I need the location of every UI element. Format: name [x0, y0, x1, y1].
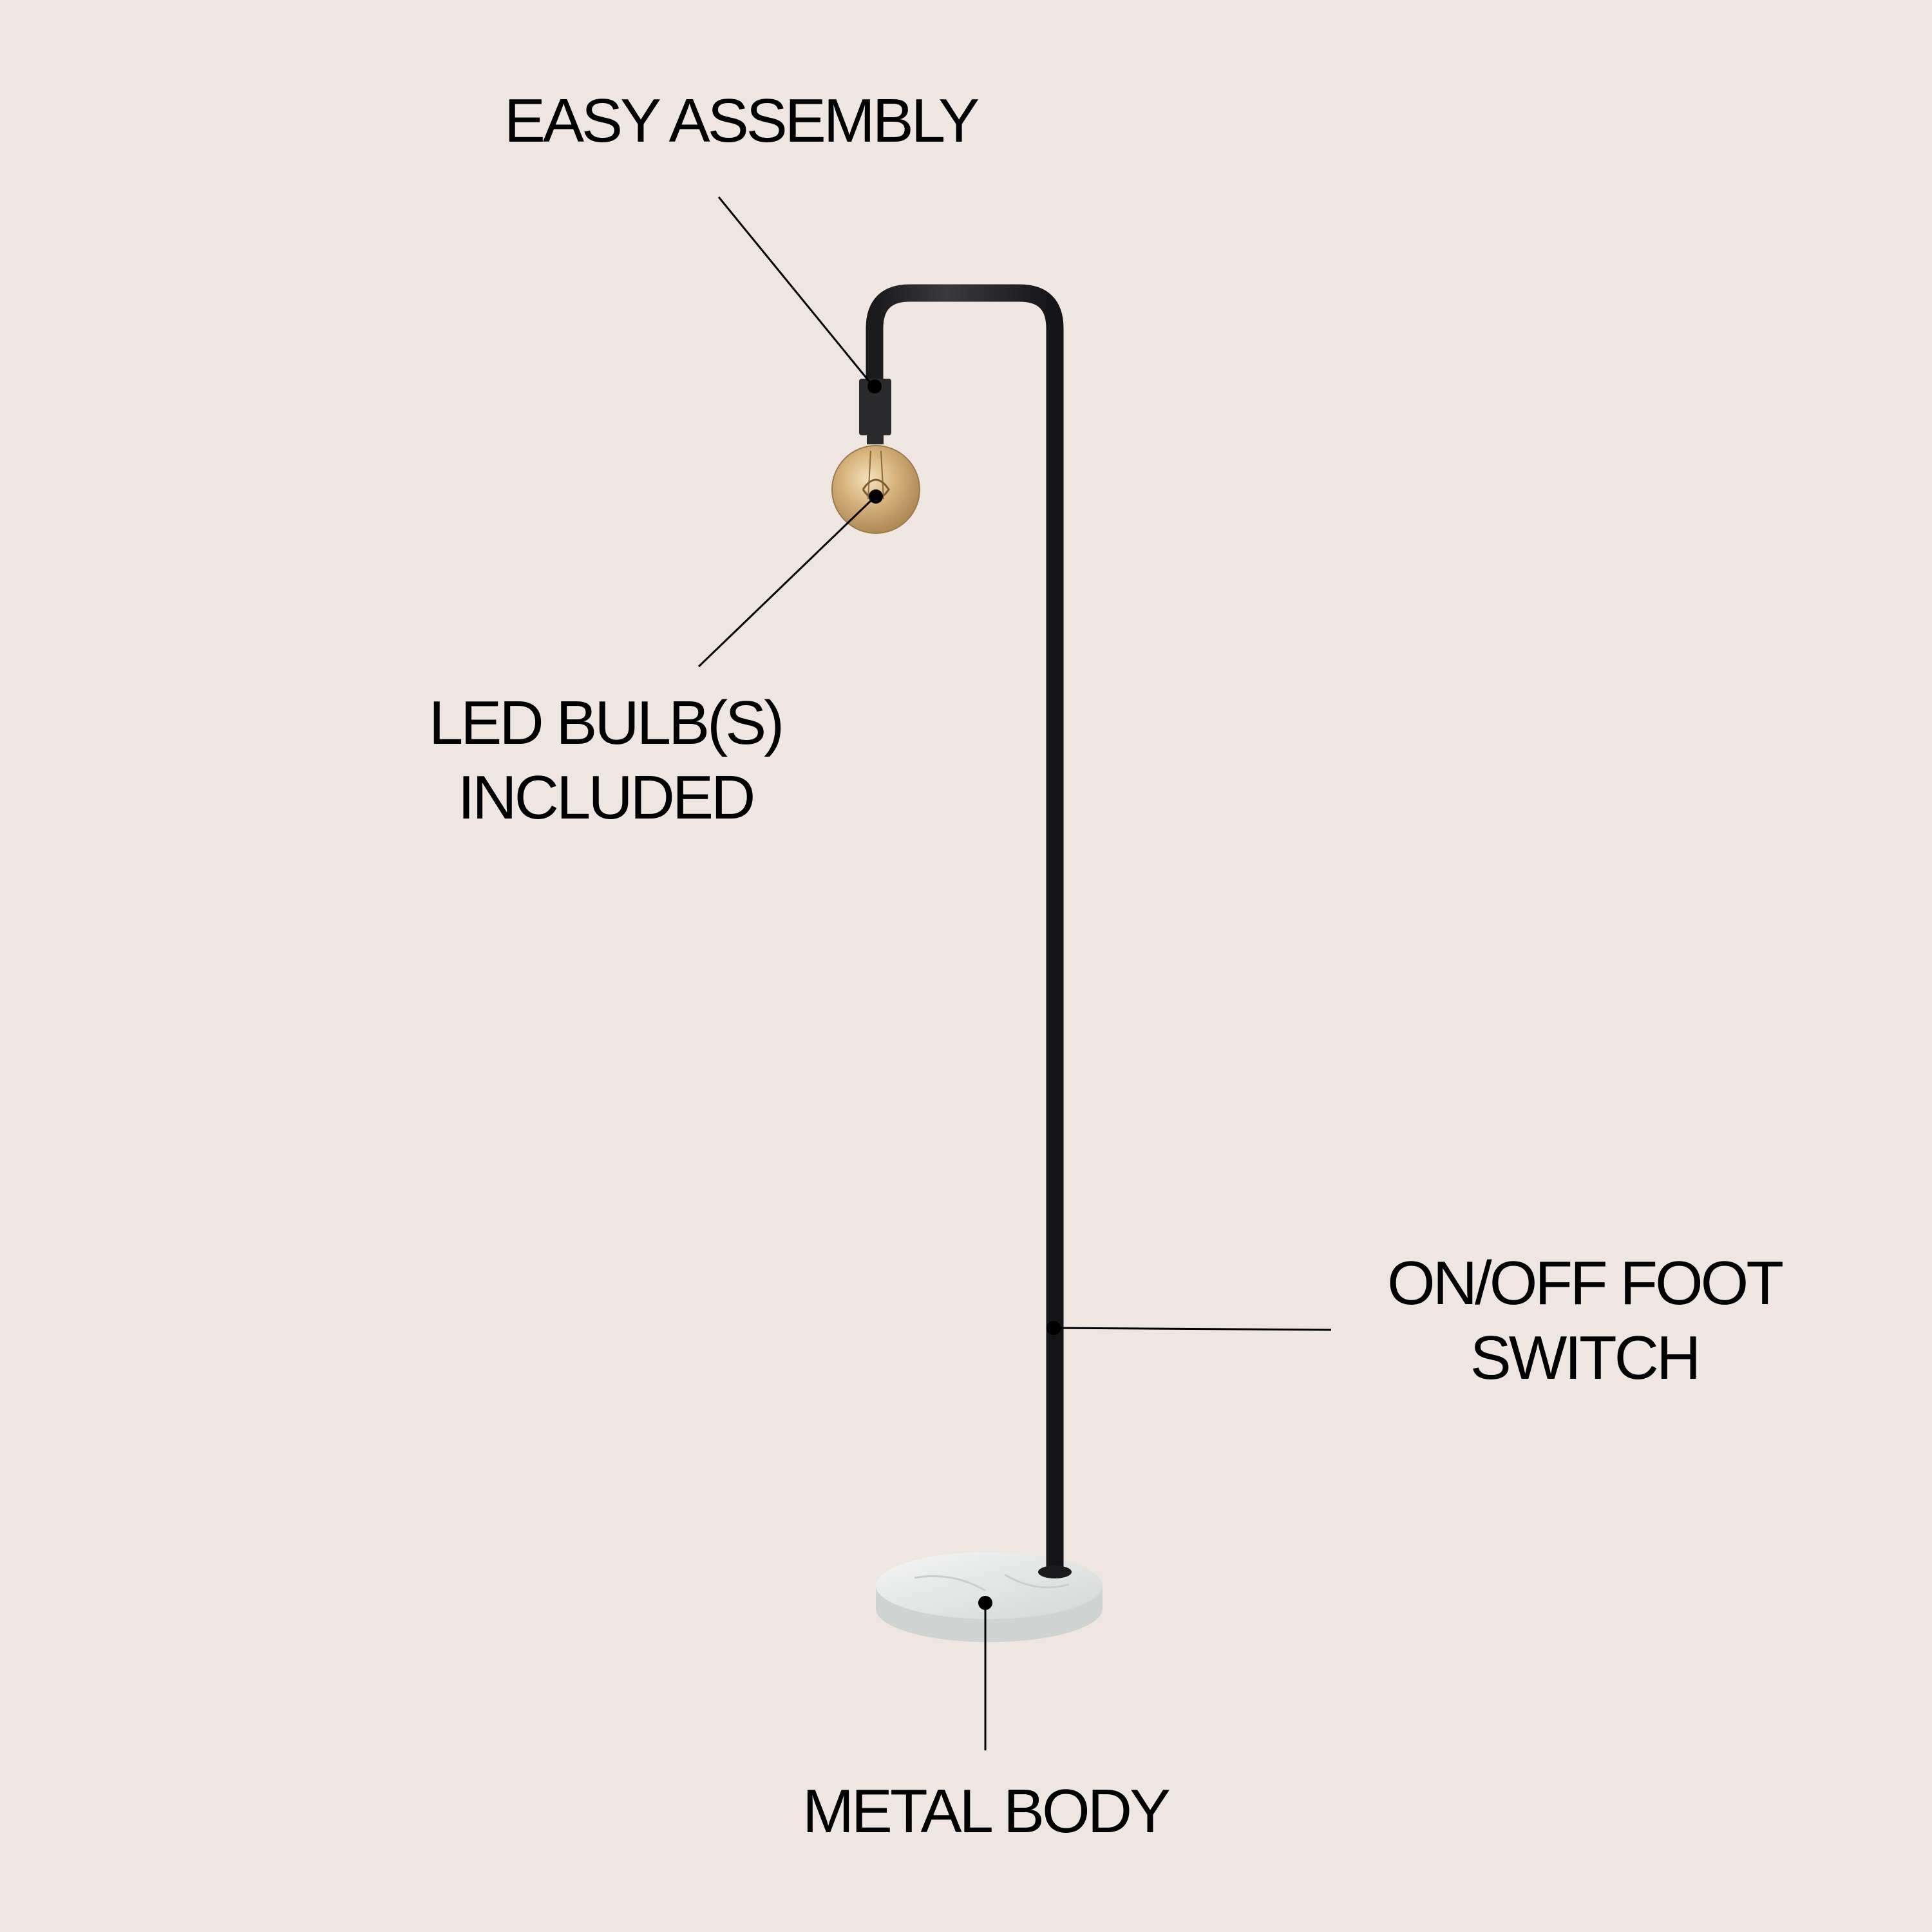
callout-lines: [697, 196, 1332, 1750]
led-bulb-text-line2: INCLUDED: [457, 763, 756, 832]
foot-switch-text-line2: SWITCH: [1470, 1323, 1701, 1392]
foot-switch-text-line1: ON/OFF FOOT: [1387, 1249, 1784, 1318]
led-bulb-label: LED BULB(S) INCLUDED: [367, 686, 844, 835]
led-bulb-text-line1: LED BULB(S): [428, 688, 784, 757]
easy-assembly-dot: [867, 379, 882, 393]
metal-body-label: METAL BODY: [708, 1774, 1262, 1849]
easy-assembly-label: EASY ASSEMBLY: [451, 84, 1030, 158]
bulb-socket: [859, 379, 891, 435]
floor-lamp: [831, 284, 1103, 1642]
led-bulb-dot: [869, 489, 883, 504]
metal-body-dot: [978, 1596, 992, 1610]
pole-foot-cap: [1038, 1566, 1072, 1578]
easy-assembly-text: EASY ASSEMBLY: [504, 86, 980, 155]
led-bulb-leader: [697, 495, 877, 668]
lamp-pole: [866, 284, 1064, 1571]
callout-dots: [867, 379, 1061, 1610]
foot-switch-label: ON/OFF FOOT SWITCH: [1320, 1246, 1848, 1396]
foot-switch-leader: [1053, 1327, 1332, 1331]
metal-body-text: METAL BODY: [802, 1777, 1171, 1846]
easy-assembly-leader: [717, 196, 875, 387]
foot-switch-dot: [1046, 1321, 1061, 1335]
